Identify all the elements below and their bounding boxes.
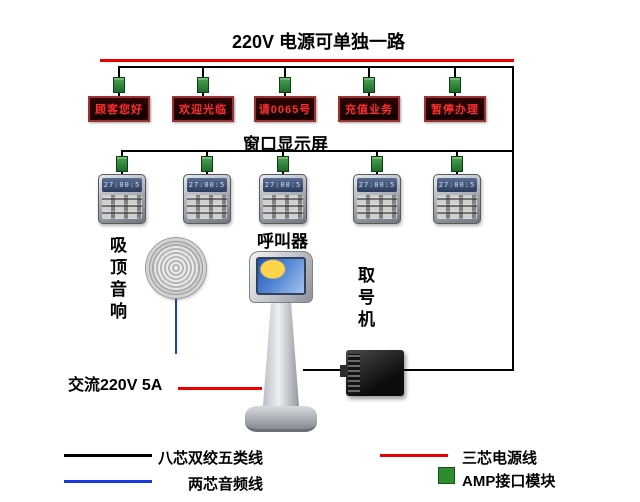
kiosk-amp-line	[303, 369, 346, 371]
amp-trunk-line	[404, 369, 514, 371]
caller-screen: 27:00:5	[357, 178, 397, 192]
caller-screen-text: 27:00:5	[358, 181, 396, 189]
legend-label-cat5: 八芯双绞五类线	[158, 450, 264, 467]
amp-module-fins	[348, 354, 360, 392]
ac-power-label: 交流220V 5A	[68, 377, 163, 394]
kiosk-column	[262, 303, 300, 411]
legend-swatch-amp-module	[438, 467, 455, 484]
caller-screen: 27:00:5	[187, 178, 227, 192]
kiosk-power-line	[178, 387, 262, 390]
amp-module	[340, 350, 404, 396]
led-display-2: 欢迎光临	[172, 96, 234, 122]
power-bus-line	[100, 59, 514, 62]
led-display-5: 暂停办理	[424, 96, 486, 122]
amp-module-pin	[340, 365, 347, 377]
amp-connector-display-2	[197, 77, 209, 93]
caller-device-4: 27:00:5	[353, 174, 401, 224]
caller-device-5: 27:00:5	[433, 174, 481, 224]
caller-keypad	[357, 195, 397, 219]
kiosk-screen	[256, 257, 306, 295]
caller-keypad	[102, 195, 142, 219]
caller-screen-text: 27:00:5	[264, 181, 302, 189]
amp-connector-display-1	[113, 77, 125, 93]
right-trunk-line	[512, 66, 514, 371]
legend-swatch-power-line	[380, 454, 448, 457]
caller-keypad	[187, 195, 227, 219]
caller-device-2: 27:00:5	[183, 174, 231, 224]
caller-screen: 27:00:5	[102, 178, 142, 192]
caller-keypad	[437, 195, 477, 219]
led-display-3: 请0065号	[254, 96, 316, 122]
amp-connector-display-4	[363, 77, 375, 93]
window-display-label: 窗口显示屏	[243, 135, 328, 154]
caller-label: 呼叫器	[257, 232, 308, 251]
amp-connector-caller-5	[451, 156, 463, 172]
caller-screen-text: 27:00:5	[103, 181, 141, 189]
ceiling-speaker-label: 吸顶音响	[107, 236, 126, 324]
ceiling-speaker	[146, 238, 206, 298]
speaker-audio-line	[175, 298, 177, 354]
caller-data-bus-line	[121, 150, 514, 152]
display-data-bus-line	[118, 66, 514, 68]
led-display-1: 顾客您好	[88, 96, 150, 122]
caller-screen-text: 27:00:5	[438, 181, 476, 189]
legend-swatch-cat5-line	[64, 454, 152, 457]
led-display-text: 顾客您好	[95, 104, 143, 116]
amp-connector-caller-4	[371, 156, 383, 172]
legend-swatch-audio-line	[64, 480, 152, 483]
led-display-text: 暂停办理	[431, 104, 479, 116]
ticket-kiosk-label: 取号机	[355, 266, 374, 332]
legend-label-power: 三芯电源线	[462, 450, 538, 467]
amp-connector-display-5	[449, 77, 461, 93]
caller-screen: 27:00:5	[263, 178, 303, 192]
led-display-text: 请0065号	[258, 104, 312, 116]
led-display-text: 充值业务	[345, 104, 393, 116]
legend-label-amp-module: AMP接口模块	[462, 473, 556, 490]
caller-device-1: 27:00:5	[98, 174, 146, 224]
kiosk-base	[245, 406, 317, 432]
legend-label-audio: 两芯音频线	[188, 476, 264, 493]
amp-connector-caller-3	[277, 156, 289, 172]
diagram-title: 220V 电源可单独一路	[232, 32, 406, 52]
led-display-4: 充值业务	[338, 96, 400, 122]
amp-connector-caller-1	[116, 156, 128, 172]
caller-device-3: 27:00:5	[259, 174, 307, 224]
led-display-text: 欢迎光临	[179, 104, 227, 116]
amp-connector-caller-2	[201, 156, 213, 172]
caller-screen: 27:00:5	[437, 178, 477, 192]
amp-connector-display-3	[279, 77, 291, 93]
caller-screen-text: 27:00:5	[188, 181, 226, 189]
caller-keypad	[263, 195, 303, 219]
